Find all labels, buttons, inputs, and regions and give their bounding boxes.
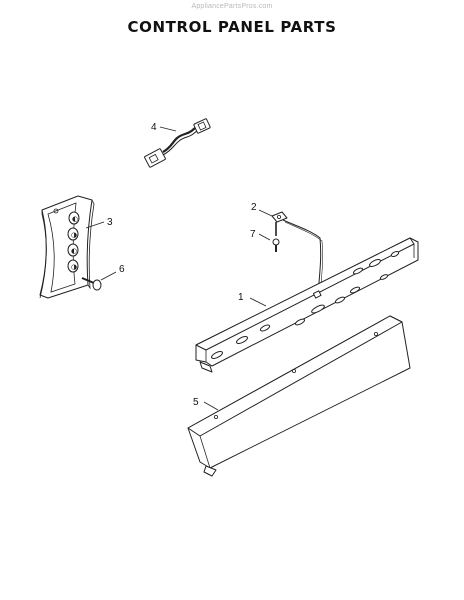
svg-text:◑: ◑ bbox=[71, 231, 77, 239]
callout-3: 3 bbox=[107, 217, 113, 228]
channel-trim-part bbox=[187, 315, 411, 477]
callout-2: 2 bbox=[251, 202, 257, 213]
page-title: CONTROL PANEL PARTS bbox=[127, 18, 337, 36]
screw-part-6 bbox=[81, 271, 117, 291]
svg-text:◑: ◑ bbox=[71, 263, 77, 271]
callout-4: 4 bbox=[151, 122, 157, 133]
ground-wire-part bbox=[258, 209, 323, 298]
svg-text:◐: ◐ bbox=[71, 247, 77, 255]
callout-6: 6 bbox=[119, 264, 125, 275]
keypad-part: ◐ ◑ ◐ ◑ bbox=[39, 195, 105, 299]
callout-5: 5 bbox=[193, 397, 199, 408]
svg-text:◐: ◐ bbox=[72, 215, 78, 223]
wire-harness-part bbox=[144, 118, 211, 168]
callout-7: 7 bbox=[250, 229, 256, 240]
callout-1: 1 bbox=[238, 292, 244, 303]
control-bracket-part bbox=[195, 237, 419, 373]
watermark: AppliancePartsPros.com bbox=[191, 3, 273, 10]
